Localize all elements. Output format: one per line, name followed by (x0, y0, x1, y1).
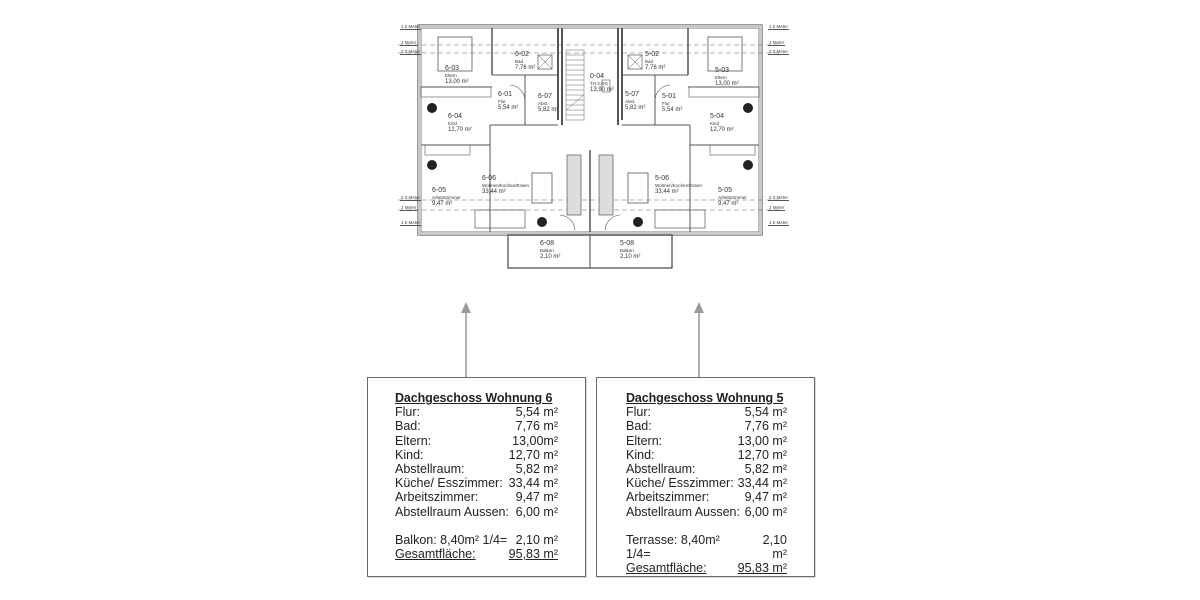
room-label-6-08: 6-08 Balkon 2,10 m² (540, 240, 561, 260)
table-row-balkon: Balkon: 8,40m² 1/4=2,10 m² (395, 532, 558, 547)
room-label-5-05: 5-05 Arbeitszimmer 9,47 m² (718, 187, 747, 207)
table-row: Arbeitszimmer:9,47 m² (395, 490, 558, 505)
room-label-5-01: 5-01 Flur 5,54 m² (662, 93, 683, 113)
room-label-6-02: 6-02 Bad 7,76 m² (515, 51, 536, 71)
room-label-6-01: 6-01 Flur 5,54 m² (498, 91, 519, 111)
floor-plan-drawing (398, 24, 782, 269)
room-label-5-06: 5-06 Wohnen/Kochen/Essen 33,44 m² (655, 175, 702, 195)
room-label-5-03: 5-03 Eltern 13,00 m² (715, 67, 739, 87)
table-row: Bad:7,76 m² (626, 419, 787, 434)
table-title: Dachgeschoss Wohnung 6 (395, 391, 553, 405)
table-row: Kind:12,70 m² (395, 447, 558, 462)
room-label-6-06: 6-06 Wohnen/Kochen/Essen 33,44 m² (482, 175, 529, 195)
arrow-up-icon (461, 302, 471, 377)
dimension-label: 2 Meter (768, 205, 786, 211)
area-table-wohnung-6: Dachgeschoss Wohnung 6 Flur:5,54 m² Bad:… (367, 377, 586, 577)
arrow-up-icon (694, 302, 704, 377)
area-table-wohnung-5: Dachgeschoss Wohnung 5 Flur:5,54 m² Bad:… (596, 377, 815, 577)
dimension-label: 1.5 Meter (400, 24, 422, 30)
dimension-label: 2.3 Meter (400, 195, 422, 201)
floor-plan: 1.5 Meter 2 Meter 2.3 Meter 1.5 Meter 2 … (370, 15, 810, 275)
room-label-0-04: 0-04 TH 2.OG 13,90 m² (590, 73, 614, 93)
table-row: Flur:5,54 m² (626, 405, 787, 420)
dimension-label: 2.3 Meter (768, 195, 790, 201)
table-row: Küche/ Esszimmer:33,44 m² (395, 476, 558, 491)
table-row: Arbeitszimmer:9,47 m² (626, 490, 787, 505)
table-row: Eltern:13,00m² (395, 433, 558, 448)
room-label-6-04: 6-04 Kind 12,70 m² (448, 113, 472, 133)
table-row: Abstellraum:5,82 m² (395, 462, 558, 477)
dimension-label: 2.3 Meter (768, 49, 790, 55)
table-row: Bad:7,76 m² (395, 419, 558, 434)
table-row: Kind:12,70 m² (626, 447, 787, 462)
room-label-6-03: 6-03 Eltern 13,00 m² (445, 65, 469, 85)
table-row-total: Gesamtfläche:95,83 m² (395, 547, 558, 562)
table-row-total: Gesamtfläche:95,83 m² (626, 561, 787, 576)
table-row-terrasse: Terrasse: 8,40m² 1/4=2,10 m² (626, 532, 787, 562)
room-label-5-02: 5-02 Bad 7,76 m² (645, 51, 666, 71)
dimension-label: 1.5 Meter (768, 220, 790, 226)
room-label-6-07: 6-07 Abst. 5,82 m² (538, 93, 559, 113)
dimension-label: 2 Meter (400, 205, 418, 211)
dimension-label: 2 Meter (400, 40, 418, 46)
room-label-6-05: 6-05 Arbeitszimmer 9,47 m² (432, 187, 461, 207)
dimension-label: 1.5 Meter (768, 24, 790, 30)
table-title: Dachgeschoss Wohnung 5 (626, 391, 784, 405)
table-row: Abstellraum Aussen:6,00 m² (626, 504, 787, 519)
dimension-label: 1.5 Meter (400, 220, 422, 226)
table-row: Abstellraum:5,82 m² (626, 462, 787, 477)
table-row: Abstellraum Aussen:6,00 m² (395, 504, 558, 519)
room-label-5-04: 5-04 Kind 12,70 m² (710, 113, 734, 133)
table-row: Küche/ Esszimmer:33,44 m² (626, 476, 787, 491)
table-row: Eltern:13,00 m² (626, 433, 787, 448)
table-row: Flur:5,54 m² (395, 405, 558, 420)
room-label-5-08: 5-08 Balkon 2,10 m² (620, 240, 641, 260)
dimension-label: 2.3 Meter (400, 49, 422, 55)
dimension-label: 2 Meter (768, 40, 786, 46)
room-label-5-07: 5-07 Abst. 5,82 m² (625, 91, 646, 111)
